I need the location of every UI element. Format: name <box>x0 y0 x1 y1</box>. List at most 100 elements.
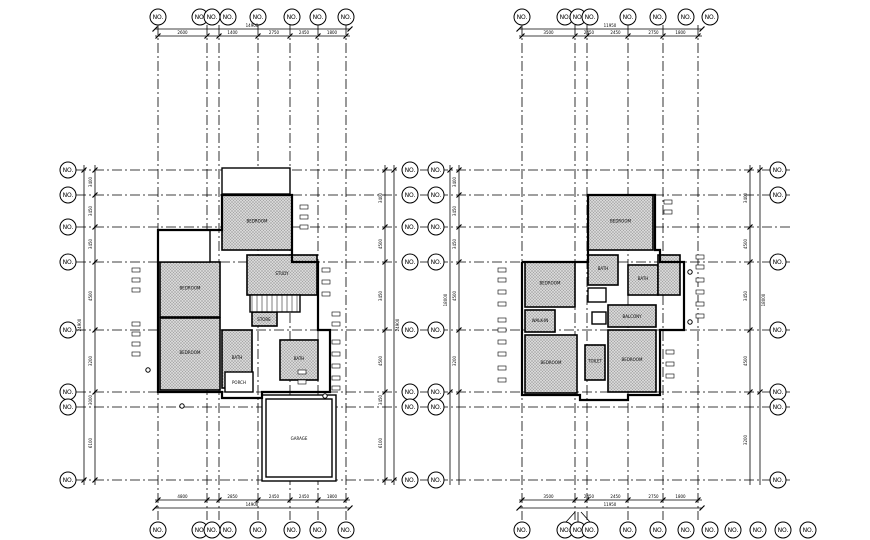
leader-line <box>565 511 576 523</box>
dimension-tick <box>92 477 98 483</box>
grid-bubble-label: NO. <box>753 527 764 534</box>
room-label: BEDROOM <box>247 219 268 224</box>
grid-bubble-label: NO. <box>207 14 218 21</box>
grid-bubble-top <box>619 8 637 26</box>
grid-bubble-bottom <box>799 521 817 539</box>
grid-bubble-bottom <box>149 521 167 539</box>
window-tag <box>131 321 141 327</box>
window-tag <box>331 321 341 327</box>
marker-circle <box>145 367 151 373</box>
dimension-tick <box>382 477 388 483</box>
dimension-total-text: 18000 <box>443 293 448 306</box>
staircase <box>249 294 301 313</box>
dimension-text: 2450 <box>269 494 280 499</box>
dimension-tick <box>695 497 701 503</box>
dimension-text: 2450 <box>299 494 310 499</box>
grid-bubble-label: NO. <box>573 527 584 534</box>
grid-bubble-left <box>59 398 77 416</box>
grid-bubble-label: NO. <box>431 224 442 231</box>
dimension-text: 1800 <box>327 30 338 35</box>
grid-bubble-label: NO. <box>253 527 264 534</box>
grid-bubble-right <box>401 321 419 339</box>
room-label: BEDROOM <box>540 281 561 286</box>
grid-bubble-label: NO. <box>573 14 584 21</box>
room-label: BEDROOM <box>610 219 631 224</box>
dimension-text: 2450 <box>584 494 595 499</box>
dimension-tick <box>92 259 98 265</box>
grid-bubble-left <box>59 253 77 271</box>
grid-bubble-top <box>701 8 719 26</box>
window-tag <box>331 363 341 369</box>
dimension-total-text: 14900 <box>246 502 259 507</box>
grid-bubble-top <box>219 8 237 26</box>
window-tag <box>321 279 331 285</box>
grid-bubble-label: NO. <box>341 14 352 21</box>
grid-bubble-right <box>769 186 787 204</box>
room-hatched <box>159 317 221 391</box>
grid-bubble-label: NO. <box>195 14 206 21</box>
dimension-tick <box>81 167 87 173</box>
dimension-text: 4500 <box>743 355 748 366</box>
room-hatched <box>627 264 659 296</box>
garage-inner <box>265 398 333 478</box>
room-label: WALK-IN <box>532 318 549 323</box>
window-tag <box>497 277 507 283</box>
dimension-tick <box>584 33 590 39</box>
dimension-tick <box>699 26 705 32</box>
dimension-tick <box>287 33 293 39</box>
grid-bubble-left <box>427 321 445 339</box>
dimension-tick <box>456 192 462 198</box>
dimension-total-text: 11950 <box>604 23 617 28</box>
grid-bubble-label: NO. <box>623 14 634 21</box>
window-tag <box>497 377 507 383</box>
grid-bubble-top <box>309 8 327 26</box>
room-label: PORCH <box>232 380 246 385</box>
room-hatched <box>587 254 619 286</box>
room-hatched <box>607 329 657 393</box>
dimension-text: 1800 <box>327 494 338 499</box>
dimension-text: 1800 <box>675 30 686 35</box>
grid-bubble-label: NO. <box>773 192 784 199</box>
window-tag <box>131 351 141 357</box>
dimension-text: 3500 <box>543 30 554 35</box>
room-hatched <box>524 309 556 333</box>
grid-bubble-label: NO. <box>728 527 739 534</box>
window-tag <box>299 214 309 220</box>
dimension-tick <box>382 327 388 333</box>
terrace <box>221 167 291 195</box>
dimension-text: 2450 <box>299 30 310 35</box>
grid-bubble-label: NO. <box>153 527 164 534</box>
dimension-tick <box>660 497 666 503</box>
grid-bubble-label: NO. <box>405 389 416 396</box>
dimension-tick <box>155 33 161 39</box>
grid-bubble-bottom <box>249 521 267 539</box>
window-tag <box>331 311 341 317</box>
grid-bubble-label: NO. <box>517 14 528 21</box>
dimension-text: 3450 <box>88 205 93 216</box>
grid-bubble-label: NO. <box>405 192 416 199</box>
grid-bubble-bottom <box>649 521 667 539</box>
dimension-tick <box>572 33 578 39</box>
dimension-tick <box>92 167 98 173</box>
window-tag <box>331 385 341 391</box>
grid-bubble-label: NO. <box>773 404 784 411</box>
room-label: BEDROOM <box>622 357 643 362</box>
window-tag <box>497 317 507 323</box>
window-tag <box>665 349 675 355</box>
grid-bubble-label: NO. <box>431 259 442 266</box>
dimension-text: 3400 <box>378 192 383 203</box>
grid-bubble-label: NO. <box>585 14 596 21</box>
grid-bubble-bottom <box>724 521 742 539</box>
dimension-tick <box>315 33 321 39</box>
grid-bubble-label: NO. <box>195 527 206 534</box>
dimension-total-text: 24900 <box>395 318 400 331</box>
dimension-tick <box>382 224 388 230</box>
grid-bubble-label: NO. <box>313 14 324 21</box>
dimension-tick <box>152 26 158 32</box>
dimension-text: 2600 <box>177 30 188 35</box>
grid-bubble-label: NO. <box>287 527 298 534</box>
grid-bubble-left <box>59 321 77 339</box>
grid-bubble-right <box>769 471 787 489</box>
dimension-tick <box>660 33 666 39</box>
grid-bubble-label: NO. <box>313 527 324 534</box>
